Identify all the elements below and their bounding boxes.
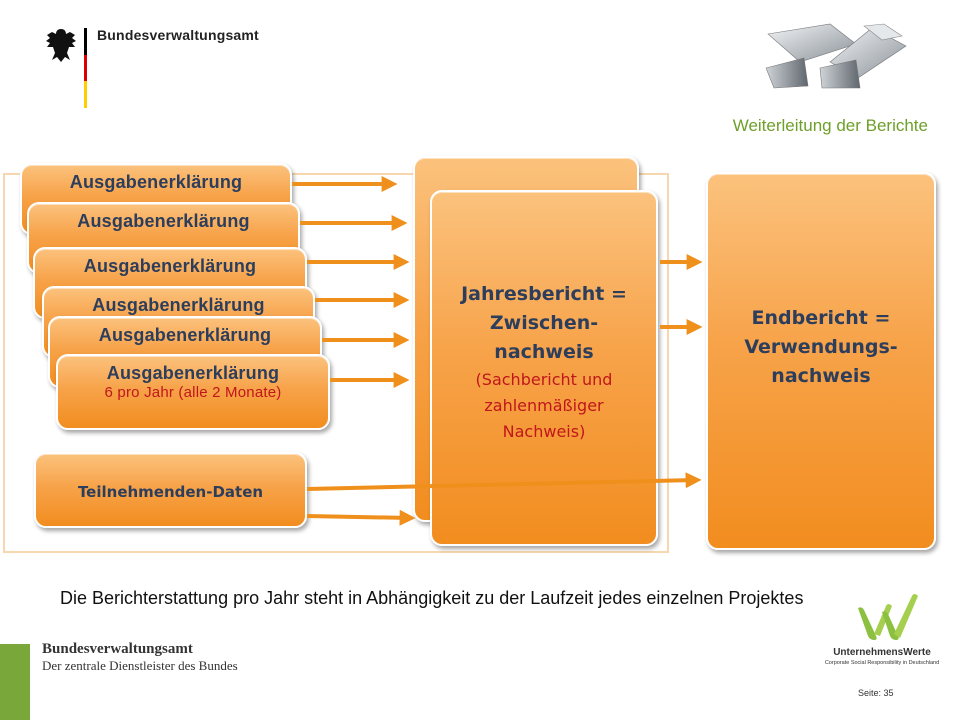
header-org-name: Bundesverwaltungsamt — [97, 27, 259, 43]
abstract-shapes-logo — [765, 23, 907, 89]
arrow-7 — [306, 509, 416, 526]
footer-org-name: Bundesverwaltungsamt — [42, 641, 193, 657]
unternehmenswerte-logo-icon — [858, 594, 918, 640]
german-flag-bar — [84, 28, 87, 108]
section-title: Weiterleitung der Berichte — [732, 116, 928, 135]
footer-org-subtitle: Der zentrale Dienstleister des Bundes — [42, 658, 238, 673]
footer-accent-bar — [0, 644, 30, 720]
page-number: Seite: 35 — [858, 688, 894, 698]
expense-frequency: 6 pro Jahr (alle 2 Monate) — [104, 384, 282, 401]
arrow-participants-to-final — [306, 472, 702, 491]
final-report-box: Endbericht = Verwendungs- nachweis — [706, 172, 936, 550]
uw-brand-subtitle: Corporate Social Responsibility in Deuts… — [824, 660, 940, 666]
expense-declaration-box-6: Ausgabenerklärung 6 pro Jahr (alle 2 Mon… — [56, 354, 330, 430]
federal-eagle-icon — [46, 29, 76, 62]
participant-data-box: Teilnehmenden-Daten — [34, 452, 307, 528]
expense-declaration-box-3: Ausgabenerklärung — [33, 247, 307, 319]
uw-brand-name: UnternehmensWerte — [833, 647, 931, 658]
reporting-note: Die Berichterstattung pro Jahr steht in … — [60, 588, 804, 608]
